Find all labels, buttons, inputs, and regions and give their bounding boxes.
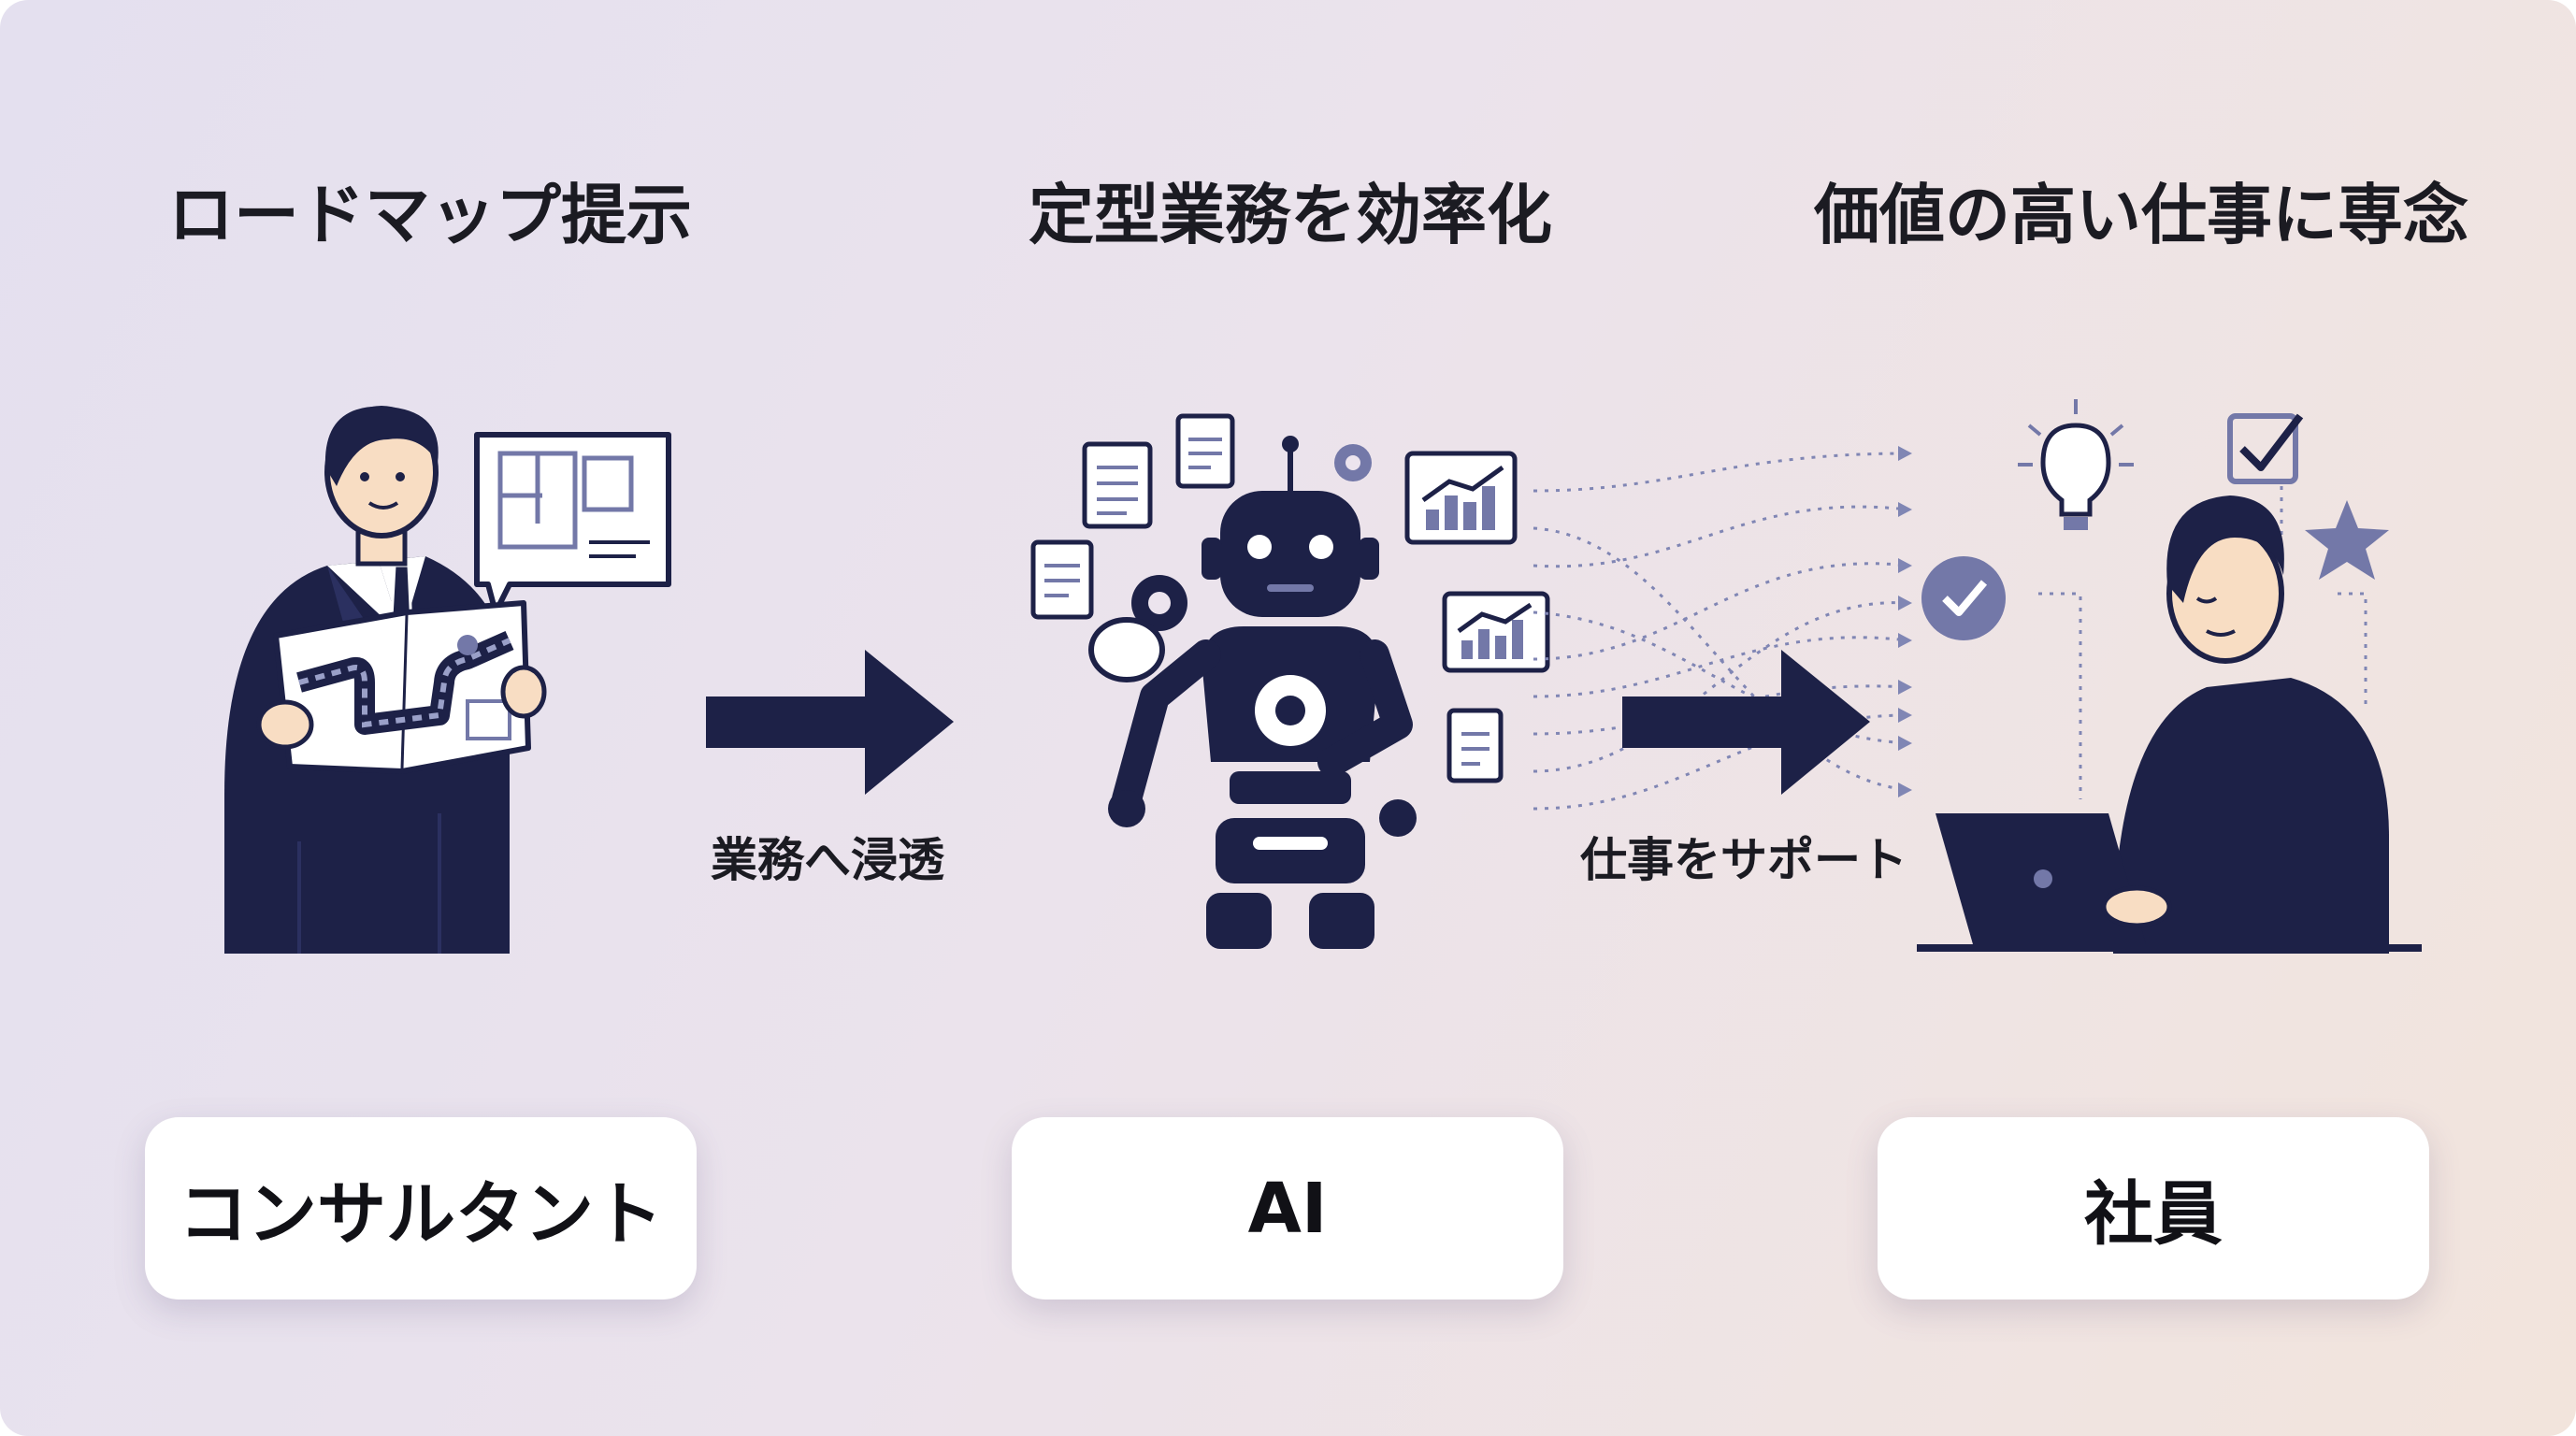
right-arrow-icon — [706, 650, 954, 795]
stage-heading-ai: 定型業務を効率化 — [1029, 177, 1552, 253]
label-card-employee: 社員 — [1878, 1117, 2429, 1300]
employee-at-laptop-icon — [1917, 399, 2422, 954]
label-ai: AI — [1247, 1168, 1328, 1249]
consultant-with-map-icon — [224, 406, 671, 954]
transition-label-support: 仕事をサポート — [1580, 833, 1907, 887]
connection-lines-icon — [1533, 446, 1912, 811]
stage-heading-consultant: ロードマップ提示 — [168, 177, 692, 253]
label-consultant: コンサルタント — [179, 1174, 663, 1255]
label-card-consultant: コンサルタント — [145, 1117, 697, 1300]
label-card-ai: AI — [1012, 1117, 1563, 1300]
robot-icon — [1030, 413, 1550, 949]
right-arrow-icon — [1622, 650, 1870, 795]
stage-heading-employee: 価値の高い仕事に専念 — [1814, 177, 2468, 253]
transition-label-permeate: 業務へ浸透 — [711, 833, 944, 887]
label-employee: 社員 — [2084, 1174, 2223, 1255]
